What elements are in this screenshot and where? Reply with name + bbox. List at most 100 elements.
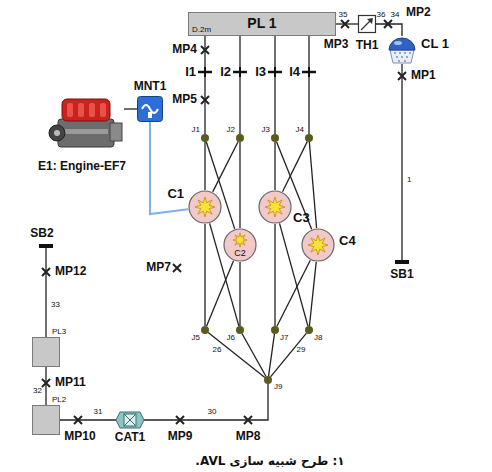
measuring-point-label: MP8 (236, 430, 261, 443)
cylinder-outline (188, 190, 222, 224)
pipe (274, 36, 275, 67)
junction: J9 (264, 376, 272, 384)
pipe (204, 224, 205, 326)
system-boundary-outline (395, 260, 409, 264)
pipe-number: 30 (208, 408, 217, 417)
measuring-point-label: MP11 (55, 376, 86, 389)
plenum-shape (189, 13, 336, 36)
pipe (204, 77, 205, 134)
measuring-point-label: MP1 (411, 69, 436, 82)
engine-icon-label: E1: Engine-EF7 (38, 160, 126, 173)
plenum: D.2mPL 1 (188, 12, 336, 36)
injector-outline (233, 67, 247, 77)
plenum: PL3 (32, 337, 60, 367)
pipe-number: 29 (297, 346, 306, 355)
air-cleaner-outline (387, 36, 417, 64)
injector-label: I3 (255, 65, 266, 79)
junction-label: J6 (227, 334, 235, 343)
pipe (269, 334, 275, 376)
cylinder-label: C4 (339, 234, 356, 248)
junction-shape (201, 134, 209, 142)
junction: J3 (271, 134, 279, 142)
pipe-number: 36 (377, 11, 386, 20)
engine-icon: E1: Engine-EF7 (48, 93, 124, 153)
pipe (239, 142, 240, 228)
pipe (60, 419, 116, 420)
junction-shape (305, 134, 313, 142)
junction-label: J2 (227, 126, 235, 135)
pipe-number: 33 (51, 301, 60, 310)
throttle: TH1 (358, 15, 376, 33)
measuring-point-label: MP5 (172, 93, 197, 106)
pipe-number: 34 (391, 11, 400, 20)
injector: I2 (233, 67, 247, 77)
injector-label: I1 (185, 65, 196, 79)
junction-outline (236, 326, 244, 334)
system-boundary-outline (39, 244, 53, 248)
junction-shape (201, 326, 209, 334)
cylinder: C2 (223, 228, 257, 262)
plenum-shape (33, 406, 60, 435)
catalyst-shape (116, 412, 144, 428)
figure-caption: ۱: طرح شبیه سازی AVL. (195, 455, 344, 468)
junction-label: J9 (274, 383, 282, 392)
measuring-point-label: MP2 (406, 6, 431, 19)
pipe (283, 142, 308, 192)
pipe (150, 122, 188, 214)
junction-shape (305, 326, 313, 334)
catalyst: CAT1 (116, 411, 144, 429)
pipe (308, 77, 309, 134)
pipe (239, 262, 240, 326)
plenum-outline (32, 405, 60, 435)
injector: I3 (268, 67, 282, 77)
junction: J5 (201, 326, 209, 334)
injector: I4 (302, 67, 316, 77)
cylinder-outline (258, 190, 292, 224)
injector-shape (198, 67, 212, 77)
junction-label: J4 (296, 126, 304, 135)
pipe (45, 367, 46, 405)
plenum-label: PL2 (52, 396, 66, 405)
cylinder-shape (189, 191, 221, 223)
pipe (271, 333, 307, 377)
junction-shape (236, 326, 244, 334)
pipe (277, 260, 311, 326)
mechanical-network: MNT1 (137, 96, 163, 122)
plenum: PL2 (32, 405, 60, 435)
injector-shape (302, 67, 316, 77)
junction-outline (201, 134, 209, 142)
cylinder-label: C2 (234, 249, 246, 259)
cylinder-label: C3 (293, 211, 310, 225)
throttle-label: TH1 (356, 39, 379, 52)
pipe-number: 35 (339, 11, 348, 20)
cylinder-outline (301, 228, 335, 262)
engine-icon-outline (48, 93, 124, 153)
measuring-point-marks (42, 20, 406, 424)
pipe (309, 262, 316, 326)
junction-shape (271, 134, 279, 142)
engine-icon-shape (49, 99, 122, 147)
injector-outline (302, 67, 316, 77)
cylinder-label: C1 (167, 187, 184, 201)
pipe-number: 1 (407, 176, 411, 185)
pipe (274, 77, 275, 134)
pipe (274, 142, 275, 190)
system-boundary: SB1 (395, 260, 409, 264)
plenum-label: PL3 (52, 328, 66, 337)
junction-label: J5 (192, 334, 200, 343)
pipe (274, 224, 275, 326)
injector-shape (268, 67, 282, 77)
pipe (208, 332, 265, 377)
system-boundary-shape (395, 260, 409, 264)
injector-outline (268, 67, 282, 77)
pipe (213, 142, 239, 192)
system-boundary-label: SB1 (390, 268, 413, 281)
pipe (204, 142, 205, 190)
pipe (401, 64, 402, 260)
measuring-point-label: MP4 (172, 43, 197, 56)
measuring-point-label: MP12 (55, 265, 86, 278)
junction: J6 (236, 326, 244, 334)
plenum-shape (33, 338, 60, 367)
junction-shape (236, 134, 244, 142)
junction-shape (271, 326, 279, 334)
